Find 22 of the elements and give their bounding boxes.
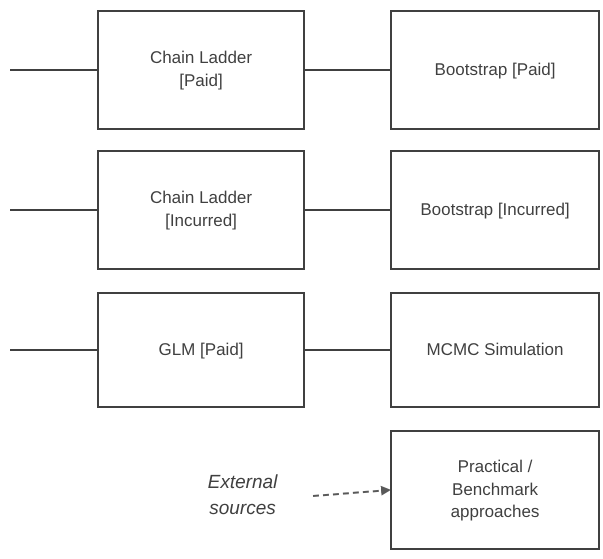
box-label: Bootstrap [Incurred]	[420, 198, 570, 221]
method-box	[390, 150, 600, 270]
connector-line	[305, 69, 390, 71]
method-box	[390, 430, 600, 550]
connector-line	[10, 209, 97, 211]
connector-line	[10, 69, 97, 71]
arrow	[312, 486, 391, 497]
connector-line	[305, 349, 390, 351]
box-label: Chain Ladder [Incurred]	[148, 187, 254, 232]
method-box	[97, 292, 305, 408]
box-label: Bootstrap [Paid]	[434, 58, 556, 81]
box-label: GLM [Paid]	[158, 338, 244, 361]
box-label: MCMC Simulation	[426, 338, 564, 361]
method-box	[390, 292, 600, 408]
connector-line	[10, 349, 97, 351]
method-box	[390, 10, 600, 130]
box-label: Chain Ladder [Paid]	[148, 47, 254, 92]
method-box	[97, 150, 305, 270]
connector-line	[305, 209, 390, 211]
box-label: Practical / Benchmark approaches	[450, 456, 540, 524]
source-text: External sources	[180, 462, 305, 530]
method-box	[97, 10, 305, 130]
